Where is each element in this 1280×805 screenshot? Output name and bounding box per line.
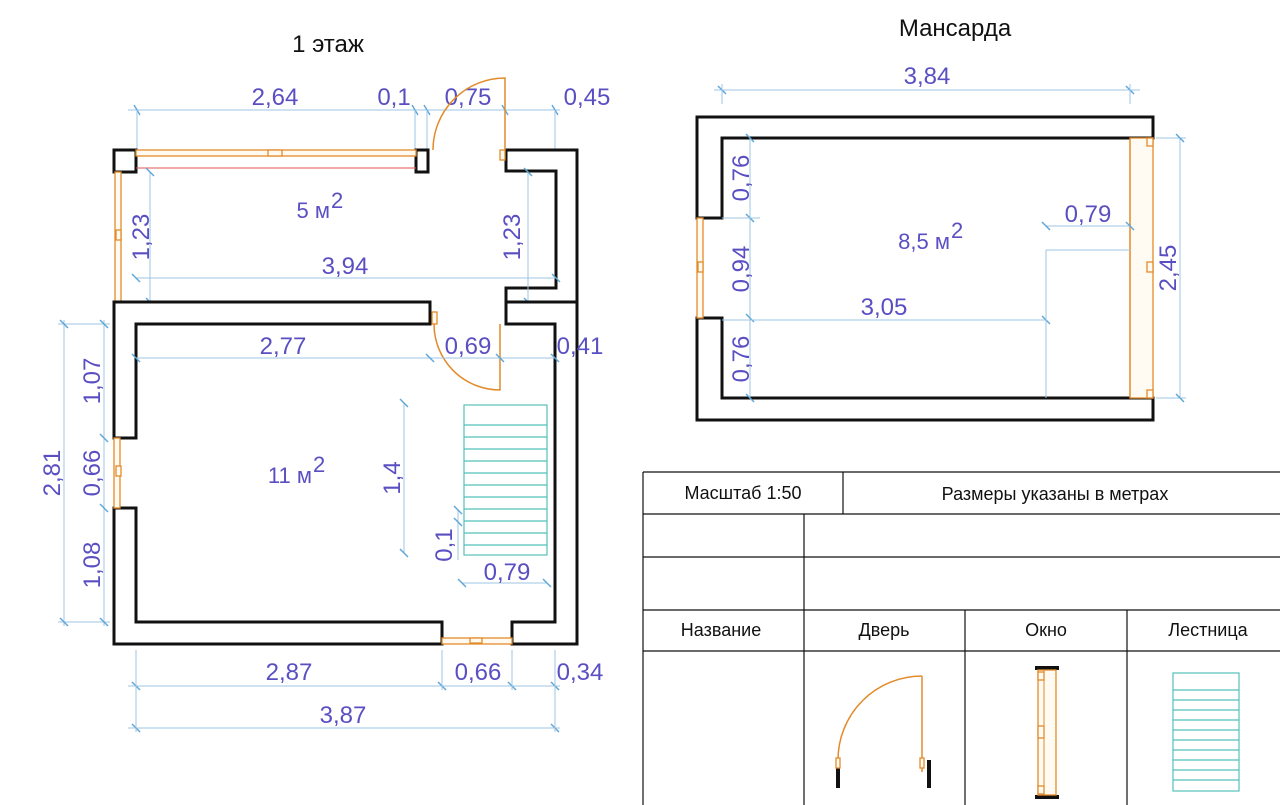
- dim-1-07: 1,07: [79, 358, 106, 405]
- dim-0-66-left: 0,66: [79, 450, 106, 497]
- legend-window-icon: [1035, 666, 1059, 799]
- dim-1-4: 1,4: [379, 461, 406, 494]
- dim-attic-0-76-bottom: 0,76: [728, 336, 755, 383]
- main-room-area-sup: 2: [313, 452, 325, 477]
- legend-stairs-icon: [1172, 672, 1240, 792]
- scale-label: Масштаб 1:50: [684, 483, 801, 503]
- attic-top-dimension: [714, 84, 1140, 104]
- floor1-top-dimension-chain: [128, 104, 560, 150]
- dim-porch-1-23-left: 1,23: [128, 214, 155, 261]
- floor1-title: 1 этаж: [292, 31, 364, 58]
- attic-interior-dimensions: [722, 133, 1186, 403]
- dim-3-84: 3,84: [904, 63, 951, 90]
- dim-3-94: 3,94: [322, 253, 369, 280]
- dim-attic-0-94: 0,94: [728, 246, 755, 293]
- dim-0-45: 0,45: [564, 84, 611, 111]
- dim-bottom-0-66: 0,66: [455, 659, 502, 686]
- legend-stairs-header: Лестница: [1168, 620, 1248, 640]
- porch-interior-dimensions: [131, 167, 561, 307]
- attic-plan: 3,84: [695, 63, 1186, 422]
- dim-0-69: 0,69: [445, 333, 492, 360]
- legend-door-icon: [835, 675, 931, 788]
- title-block: [642, 471, 1280, 805]
- floor1-plan: 2,64 0,1 0,75 0,45: [39, 77, 611, 733]
- floor1-porch-walls: [112, 148, 579, 306]
- dim-2-87: 2,87: [266, 659, 313, 686]
- porch-area: 5 м: [297, 198, 330, 223]
- dim-attic-0-76-top: 0,76: [728, 155, 755, 202]
- units-note: Размеры указаны в метрах: [942, 484, 1169, 504]
- attic-walls: [695, 115, 1155, 422]
- dim-2-77: 2,77: [260, 333, 307, 360]
- stairs-dimensions: [399, 398, 552, 588]
- dim-0-1: 0,1: [377, 84, 410, 111]
- dim-porch-1-23-right: 1,23: [499, 214, 526, 261]
- main-room-area: 11 м: [268, 463, 312, 488]
- floor1-bottom-dimension-chains: [128, 650, 560, 733]
- legend-window-header: Окно: [1025, 620, 1067, 640]
- floor1-stairs: [463, 404, 548, 556]
- dim-1-08: 1,08: [79, 542, 106, 589]
- dim-2-81: 2,81: [39, 450, 66, 497]
- legend-door-header: Дверь: [859, 620, 910, 640]
- attic-title: Мансарда: [899, 15, 1012, 42]
- main-room-dimensions: [58, 319, 560, 627]
- dim-2-64: 2,64: [252, 84, 299, 111]
- dim-2-45: 2,45: [1155, 245, 1182, 292]
- dim-3-05: 3,05: [861, 294, 908, 321]
- porch-area-sup: 2: [331, 188, 343, 213]
- legend-name-header: Название: [681, 620, 761, 640]
- attic-area-sup: 2: [951, 218, 963, 243]
- dim-stair-0-1: 0,1: [431, 528, 458, 561]
- dim-3-87: 3,87: [320, 702, 367, 729]
- dim-stair-0-79: 0,79: [484, 559, 531, 586]
- dim-0-41: 0,41: [557, 333, 604, 360]
- attic-area: 8,5 м: [898, 229, 950, 254]
- dim-attic-0-79: 0,79: [1065, 201, 1112, 228]
- floor1-inner-door: [433, 323, 501, 391]
- floor1-entry-door: [432, 77, 506, 151]
- dim-0-34: 0,34: [557, 659, 604, 686]
- floor1-main-walls: [112, 300, 579, 646]
